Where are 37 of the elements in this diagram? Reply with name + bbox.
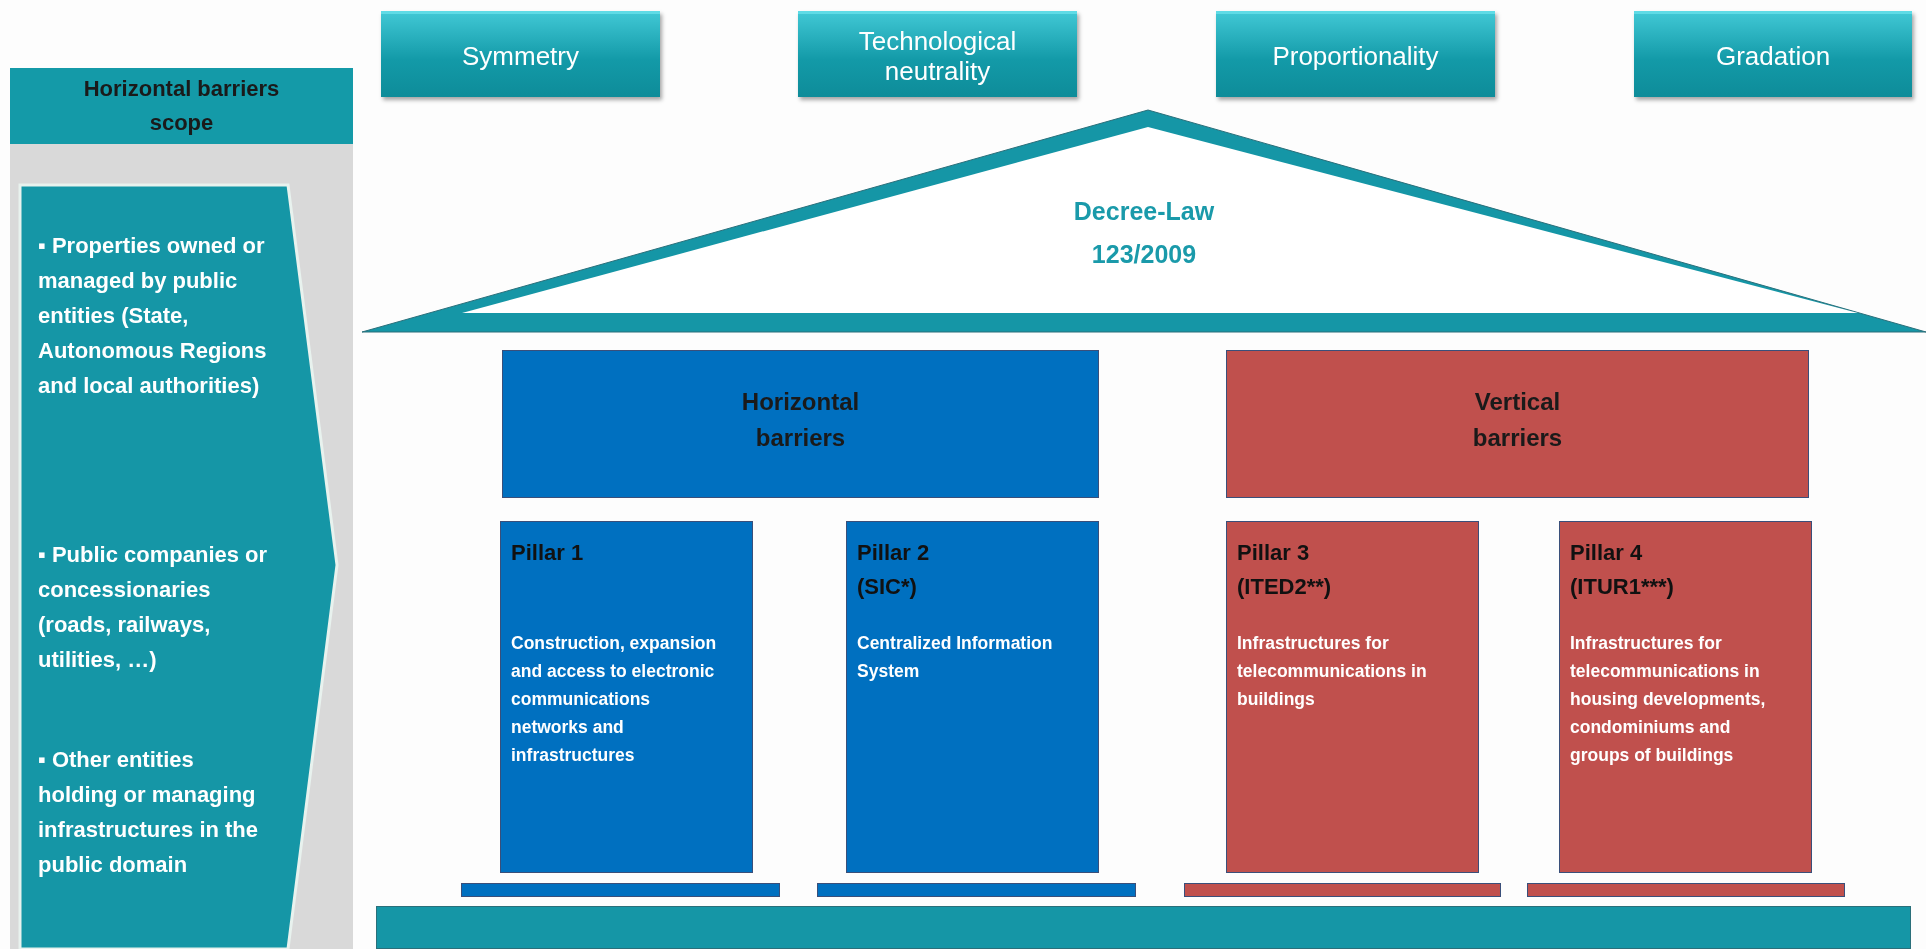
roof-label: Decree-Law 123/2009 (1072, 196, 1216, 270)
pillar-title: Pillar 2 (SIC*) (857, 539, 931, 601)
pillar-base (461, 883, 780, 897)
banner-label: Symmetry (462, 40, 579, 71)
pillar-box (1559, 521, 1812, 873)
banner-label: Technological neutrality (857, 25, 1018, 86)
pillar-description: Infrastructures for telecommunications in housing developments, condominiums and groups of buildings (1570, 632, 1767, 767)
pillar-title: Pillar 3 (ITED2**) (1237, 539, 1333, 601)
bullet-text: ▪ Properties owned or managed by public entities (State, Autonomous Regions and local authorities) (38, 232, 268, 400)
pillar-title: Pillar 1 (511, 539, 584, 567)
header-label: Horizontal barriers scope (82, 75, 281, 137)
pillar-title: Pillar 4 (ITUR1***) (1570, 539, 1675, 601)
pillar-box (500, 521, 753, 873)
principle-banner (381, 11, 660, 97)
beam-label: Horizontal barriers (740, 387, 861, 453)
foundation-bar (376, 906, 1911, 949)
pillar-description: Centralized Information System (857, 632, 1054, 683)
banner-label: Gradation (1715, 40, 1831, 71)
pillar-base (817, 883, 1136, 897)
banner-label: Proportionality (1272, 40, 1439, 71)
principle-banner (1216, 11, 1495, 97)
bullet-text: ▪ Public companies or concessionaries (roads, railways, utilities, …) (38, 541, 269, 674)
pillar-box (1226, 521, 1479, 873)
pillar-base (1184, 883, 1501, 897)
scope-header (10, 68, 353, 144)
principle-banner (1634, 11, 1912, 97)
pillar-description: Construction, expansion and access to electronic communications networks and infrastructures (511, 632, 718, 767)
principle-banner (798, 11, 1077, 97)
pillar-description: Infrastructures for telecommunications in buildings (1237, 632, 1428, 711)
beam-box (502, 350, 1099, 498)
bullet-text: ▪ Other entities holding or managing infrastructures in the public domain (38, 746, 260, 879)
pillar-base (1527, 883, 1845, 897)
roof-triangle (362, 110, 1926, 332)
beam-label: Vertical barriers (1471, 387, 1564, 453)
scope-chevron (20, 185, 338, 949)
beam-box (1226, 350, 1809, 498)
pillar-box (846, 521, 1099, 873)
